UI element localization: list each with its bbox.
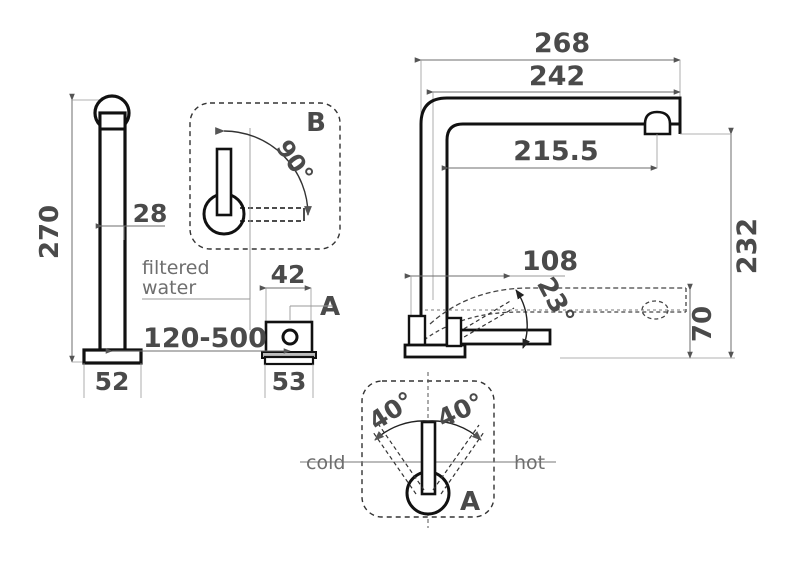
handle-A-lever bbox=[420, 420, 437, 496]
aerator-bump bbox=[643, 110, 672, 136]
callout-A-text: A bbox=[320, 292, 340, 322]
dimension-70-text: 70 bbox=[688, 306, 718, 342]
dimension-52: 52 bbox=[83, 363, 142, 398]
dimension-28: 28 bbox=[95, 199, 168, 240]
dimension-215-5: 215.5 bbox=[441, 134, 658, 171]
dimension-70: 70 bbox=[687, 283, 718, 359]
handle-A-swing-positions bbox=[372, 424, 485, 495]
mixer-body-hole bbox=[281, 328, 299, 346]
tap-column bbox=[98, 111, 127, 352]
tap-base-plate bbox=[82, 348, 143, 365]
swing-right-b bbox=[440, 431, 485, 495]
label-filtered-water: filtered water bbox=[142, 230, 251, 300]
dimension-53: 53 bbox=[264, 364, 314, 398]
dimension-52-text: 52 bbox=[95, 367, 130, 396]
dimension-215-5-text: 215.5 bbox=[513, 136, 598, 167]
dimension-270: 270 bbox=[35, 93, 100, 363]
left-view-filtered-water-tap: 270 28 filtered water bbox=[35, 93, 251, 398]
label-hot: hot bbox=[514, 452, 545, 474]
handle-lever-body bbox=[446, 328, 552, 346]
mixer-side-stem bbox=[445, 316, 463, 348]
mixer-body-side bbox=[403, 314, 467, 359]
mixer-side-collar bbox=[407, 314, 427, 348]
dimension-42: 42 bbox=[259, 260, 312, 322]
detail-box-A: A 40° 40° cold hot bbox=[300, 372, 556, 528]
angle-90-arc bbox=[215, 127, 312, 216]
mixer-base-plate bbox=[263, 355, 315, 366]
filtered-tap-geometry bbox=[82, 94, 143, 365]
dimension-268-text: 268 bbox=[534, 28, 590, 59]
dimension-42-text: 42 bbox=[271, 260, 306, 289]
swing-left-a bbox=[378, 424, 425, 491]
dimension-270-text: 270 bbox=[35, 205, 65, 259]
dimension-242-text: 242 bbox=[529, 61, 585, 92]
dimension-53-text: 53 bbox=[272, 367, 307, 396]
spout-inner-profile bbox=[445, 122, 680, 350]
dimension-232-text: 232 bbox=[732, 218, 763, 274]
right-view-mixer-tap: 268 242 215.5 bbox=[403, 28, 763, 359]
dimension-242: 242 bbox=[426, 61, 681, 300]
lever-raised-b bbox=[451, 307, 515, 345]
filtered-water-line2: water bbox=[142, 277, 196, 299]
swing-left-b bbox=[372, 431, 417, 495]
dimension-108: 108 bbox=[404, 246, 578, 350]
detail-box-A-label: A bbox=[460, 487, 480, 517]
filtered-water-line1: filtered bbox=[142, 257, 210, 279]
mixer-side-base-plate bbox=[403, 343, 467, 359]
callout-A-center: A bbox=[289, 292, 340, 322]
lever-raised-a bbox=[451, 299, 513, 337]
angle-23-arc bbox=[515, 289, 530, 349]
dimension-28-text: 28 bbox=[133, 199, 168, 228]
tap-collar bbox=[98, 111, 127, 131]
swivel-outline-top bbox=[429, 287, 686, 325]
swing-right-a bbox=[432, 424, 480, 491]
spout-geometry bbox=[419, 96, 682, 350]
dimension-120-500: 120-500 bbox=[105, 323, 291, 354]
center-view-mixer-base: 42 A 120-500 53 bbox=[105, 260, 340, 398]
label-cold: cold bbox=[306, 452, 345, 474]
angle-40-right-arc bbox=[427, 420, 482, 441]
dimension-120-500-text: 120-500 bbox=[143, 323, 267, 354]
dimension-232: 232 bbox=[560, 127, 763, 359]
mixer-base-geometry bbox=[261, 320, 317, 366]
angle-40-left-arc bbox=[374, 420, 429, 441]
dimension-108-text: 108 bbox=[522, 246, 578, 277]
detail-box-B: B 90° bbox=[189, 102, 341, 330]
detail-box-B-label: B bbox=[306, 108, 326, 138]
handle-B-lever bbox=[215, 147, 233, 217]
spout-outer-profile bbox=[419, 96, 682, 350]
